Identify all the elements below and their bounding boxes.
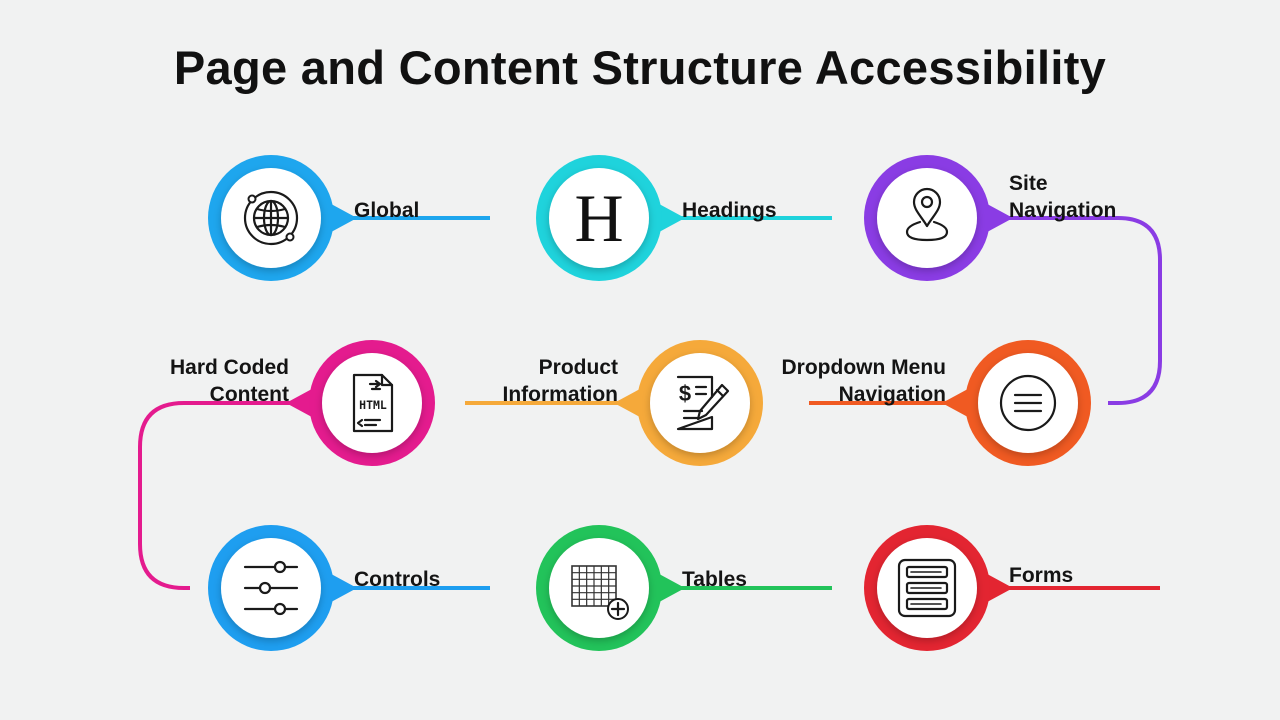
node-forms: Forms bbox=[864, 525, 1073, 651]
html-file-icon: HTML bbox=[352, 373, 394, 433]
node-tables: Tables bbox=[536, 525, 747, 651]
node-label: Tables bbox=[682, 568, 747, 591]
node-label: Site bbox=[1009, 172, 1048, 195]
node-inner-circle bbox=[877, 168, 977, 268]
node-label: Product bbox=[539, 356, 618, 379]
map-pin-icon bbox=[905, 187, 949, 242]
node-inner-circle bbox=[549, 168, 649, 268]
node-label: Controls bbox=[354, 568, 440, 591]
connector-site-navigation-to-dropdown bbox=[988, 216, 1162, 405]
invoice-edit-icon: $ bbox=[676, 375, 730, 431]
node-label: Content bbox=[210, 383, 289, 406]
form-fields-icon bbox=[897, 558, 957, 618]
node-headings: H Headings bbox=[536, 155, 777, 281]
node-inner-circle bbox=[549, 538, 649, 638]
node-inner-circle bbox=[650, 353, 750, 453]
svg-text:$: $ bbox=[679, 381, 691, 406]
heading-h-icon: H bbox=[574, 180, 623, 256]
node-label: Information bbox=[503, 383, 619, 406]
node-label: Navigation bbox=[1009, 199, 1116, 222]
node-label: Headings bbox=[682, 199, 777, 222]
connector-hard-coded-to-controls bbox=[138, 401, 311, 590]
node-label: Global bbox=[354, 199, 419, 222]
html-tag-text: HTML bbox=[359, 398, 387, 412]
node-label: Hard Coded bbox=[170, 356, 289, 379]
node-label: Forms bbox=[1009, 564, 1073, 587]
node-controls: Controls bbox=[208, 525, 440, 651]
node-label: Navigation bbox=[839, 383, 946, 406]
diagram-title: Page and Content Structure Accessibility bbox=[173, 41, 1107, 94]
node-global: Global bbox=[208, 155, 419, 281]
menu-icon bbox=[999, 374, 1057, 432]
globe-icon bbox=[243, 190, 299, 246]
heading-letter: H bbox=[574, 180, 623, 256]
sliders-icon bbox=[243, 560, 299, 616]
table-add-icon bbox=[571, 565, 629, 620]
node-inner-circle bbox=[322, 353, 422, 453]
node-label: Dropdown Menu bbox=[782, 356, 946, 379]
